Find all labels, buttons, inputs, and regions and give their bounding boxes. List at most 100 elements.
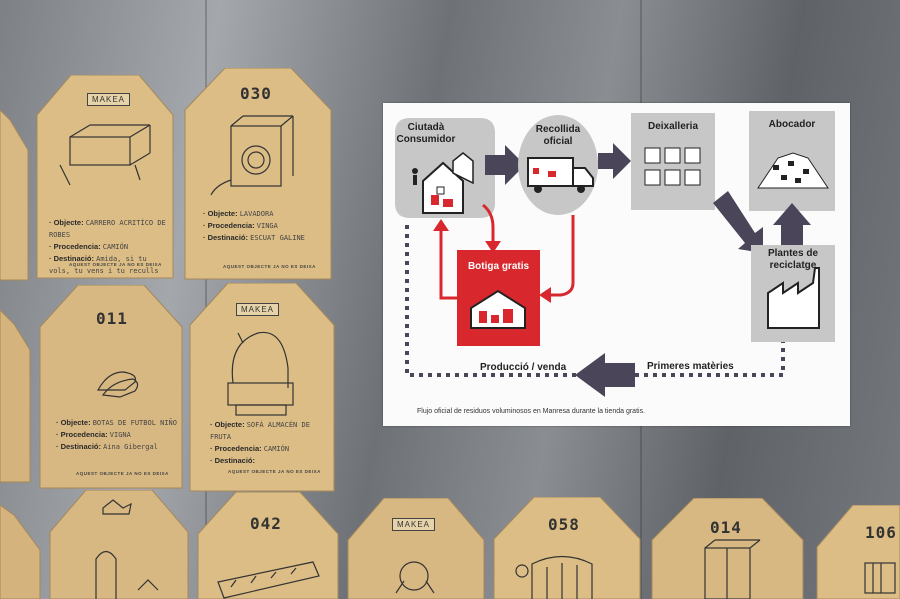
tag-number: 014 — [710, 518, 742, 537]
tag-number: 030 — [240, 84, 272, 103]
tag-shape — [197, 492, 339, 599]
tag-number: 106 — [865, 523, 897, 542]
flow-label-primeres: Primeres matèries — [647, 361, 734, 372]
procedencia-label: · Procedencia: — [56, 430, 108, 439]
destinacio-value: ESCUAT GALINE — [250, 234, 305, 242]
sketch-cabinet-drawing — [515, 555, 593, 599]
tag-shape — [49, 490, 189, 599]
objecte-label: · Objecte: — [203, 209, 238, 218]
node-label-ciutada: Ciutadà Consumidor — [396, 122, 456, 145]
tag-makea-sofa: MAKEA · Objecte: SOFÁ ALMACÉN DE FRUTA ·… — [188, 283, 336, 493]
tag-058-cabinet: 058 — [492, 497, 642, 599]
tag-makea-shelf: MAKEA · Objecte: CARRERO ACRITÍCO DE ROB… — [35, 75, 175, 280]
tag-042-keyboard: 042 — [196, 492, 340, 599]
tag-fields: · Objecte: CARRERO ACRITÍCO DE ROBES · P… — [49, 217, 171, 277]
house-icon — [412, 152, 474, 214]
objecte-label: · Objecte: — [49, 218, 84, 227]
poster-caption: Flujo oficial de residuos voluminosos en… — [417, 408, 646, 415]
arrow-to-abocador — [773, 203, 811, 245]
tag-fields: · Objecte: SOFÁ ALMACÉN DE FRUTA · Proce… — [210, 419, 332, 467]
sketch-boots-drawing — [96, 371, 139, 398]
red-arrow-to-ciutada — [439, 228, 457, 300]
tag-030-washing-machine: 030 · Objecte: LAVADORA · Procedencia: V… — [183, 68, 333, 281]
procedencia-label: · Procedencia: — [203, 221, 255, 230]
tag-footer: AQUEST OBJECTE JA NO ES DEIXA — [228, 469, 321, 474]
objecte-label: · Objecte: — [210, 420, 245, 429]
node-label-botiga: Botiga gratis — [467, 261, 530, 272]
tag-footer: AQUEST OBJECTE JA NO ES DEIXA — [69, 262, 162, 267]
tag-shape — [816, 505, 900, 599]
tag-fields: · Objecte: LAVADORA · Procedencia: VINGA… — [203, 208, 328, 244]
sketch-jukebox-drawing — [95, 499, 159, 599]
tag-shape — [36, 75, 174, 279]
waste-flow-poster: Ciutadà Consumidor Recollida oficial Dei… — [383, 103, 850, 426]
procedencia-value: VIGNA — [109, 431, 131, 439]
red-arrow-to-botiga — [482, 203, 495, 245]
sketch-armchair-drawing — [227, 331, 294, 416]
tag-shape — [39, 285, 183, 489]
tag-shape — [651, 498, 804, 599]
tag-106-partial: 106 — [815, 505, 900, 599]
tag-partial-left-2 — [0, 310, 31, 483]
arrow-to-deixalleria — [598, 143, 631, 179]
tag-brand-badge: MAKEA — [392, 518, 436, 531]
tag-shape — [189, 283, 335, 492]
truck-icon — [527, 157, 594, 193]
arrow-to-recollida — [485, 145, 525, 185]
tag-011-boots: 011 · Objecte: BOTAS DE FUTBOL NIÑO · Pr… — [38, 285, 184, 490]
node-label-recollida: Recollida oficial — [535, 124, 581, 147]
sketch-keyboard-drawing — [217, 561, 320, 599]
sketch-washer-drawing — [210, 115, 294, 196]
sketch-chair-drawing — [395, 561, 435, 594]
tag-014-wardrobe: 014 — [650, 498, 805, 599]
waste-pile-icon — [757, 152, 829, 189]
tag-shape — [347, 498, 485, 599]
containers-icon — [644, 147, 701, 186]
tag-number: 042 — [250, 514, 282, 533]
destinacio-value: Amida, si tu vols, tu vens i tu reculls — [49, 255, 159, 275]
destinacio-label: · Destinació: — [210, 456, 256, 465]
objecte-value: SOFÁ ALMACÉN DE FRUTA — [210, 421, 310, 441]
tag-partial-left-1 — [0, 110, 29, 281]
tag-shape — [493, 497, 641, 599]
sketch-crib-drawing — [864, 562, 896, 594]
red-arrowhead — [539, 287, 551, 303]
procedencia-label: · Procedencia: — [210, 444, 262, 453]
dashed-loop-line — [405, 225, 785, 377]
objecte-value: BOTAS DE FUTBOL NIÑO — [92, 419, 177, 427]
sketch-wardrobe-drawing — [704, 539, 761, 599]
objecte-value: CARRERO ACRITÍCO DE ROBES — [49, 219, 166, 239]
wall-seam — [205, 0, 207, 599]
tag-shape — [184, 68, 332, 280]
tag-footer: AQUEST OBJECTE JA NO ES DEIXA — [76, 471, 169, 476]
tag-brand-badge: MAKEA — [87, 93, 131, 106]
flow-label-produccio: Producció / venda — [480, 362, 567, 373]
destinacio-label: · Destinació: — [203, 233, 249, 242]
arrow-primeres-materies — [575, 353, 635, 397]
factory-icon — [767, 267, 820, 329]
objecte-label: · Objecte: — [56, 418, 91, 427]
destinacio-label: · Destinació: — [49, 254, 95, 263]
procedencia-value: VINGA — [256, 222, 278, 230]
objecte-value: LAVADORA — [239, 210, 274, 218]
tag-fields: · Objecte: BOTAS DE FUTBOL NIÑO · Proced… — [56, 417, 180, 453]
tag-bottom-1 — [48, 490, 190, 599]
node-label-abocador: Abocador — [768, 119, 816, 130]
node-label-deixalleria: Deixalleria — [647, 121, 699, 132]
destinacio-value: Aina Gibergal — [103, 443, 158, 451]
tag-brand-badge: MAKEA — [236, 303, 280, 316]
tag-partial-left-3 — [0, 505, 41, 599]
tag-number: 011 — [96, 309, 128, 328]
arrow-to-plantes — [713, 191, 763, 253]
destinacio-label: · Destinació: — [56, 442, 102, 451]
red-arrowhead — [485, 241, 501, 253]
tag-makea-chair: MAKEA — [346, 498, 486, 599]
procedencia-value: CAMIÓN — [263, 445, 290, 453]
tag-footer: AQUEST OBJECTE JA NO ES DEIXA — [223, 264, 316, 269]
procedencia-label: · Procedencia: — [49, 242, 101, 251]
tag-number: 058 — [548, 515, 580, 534]
procedencia-value: CAMIÓN — [102, 243, 129, 251]
red-arrowhead — [433, 219, 449, 231]
red-arrow-from-recollida — [548, 215, 575, 297]
sketch-cart-drawing — [59, 124, 151, 186]
